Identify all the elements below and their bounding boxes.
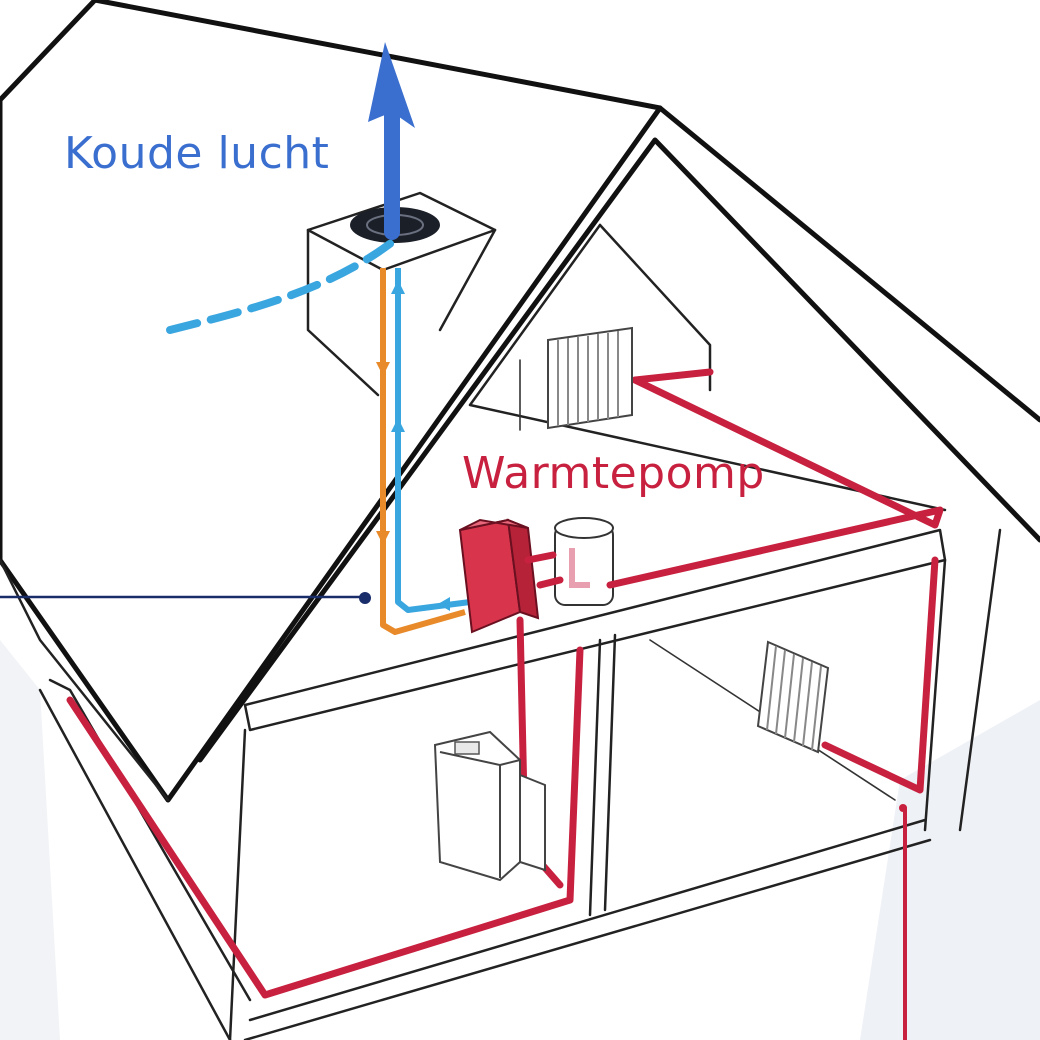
radiator-icon xyxy=(547,326,633,430)
roof-slab-front xyxy=(0,0,663,803)
refrigerant-line-orange xyxy=(380,268,466,635)
gable-inner xyxy=(197,137,1040,763)
heat-pump-label: Warmtepomp xyxy=(462,448,765,499)
pipe-junction-dot xyxy=(899,804,907,812)
outdoor-unit-side xyxy=(306,228,380,397)
gable-outline xyxy=(657,105,1040,423)
boiler-inner-pipe xyxy=(569,548,590,588)
flow-arrow-blue-3 xyxy=(438,597,450,611)
appliance-icon xyxy=(433,730,546,882)
flow-arrow-orange-2 xyxy=(376,531,390,545)
ground-floor-left xyxy=(228,728,247,1040)
ground-floor-base-2 xyxy=(243,838,932,1040)
incoming-air-line xyxy=(166,236,399,334)
wall-shadow-left xyxy=(0,640,60,1040)
attic-ceiling xyxy=(468,223,947,512)
outdoor-unit-right xyxy=(438,228,497,332)
radiator-ground-floor-icon xyxy=(756,640,830,754)
arrow-up-head xyxy=(368,42,415,128)
ground-floor-base xyxy=(248,818,927,1022)
flow-arrow-orange xyxy=(376,362,390,376)
partition-wall xyxy=(588,638,602,917)
ground-floor-right xyxy=(923,558,947,832)
boiler-tank-top xyxy=(554,517,614,539)
roof-slab-edge xyxy=(0,558,170,802)
partition-wall-2 xyxy=(603,633,617,912)
refrigerant-line-blue xyxy=(395,268,471,613)
ground-shadow xyxy=(860,700,1040,1040)
heat-pump-top xyxy=(459,518,529,531)
left-house-wall-2 xyxy=(38,688,232,1040)
cold-air-label: Koude lucht xyxy=(64,128,330,179)
gable-right-wall xyxy=(958,528,1002,832)
flow-arrow-blue-2 xyxy=(391,418,405,432)
pointer-dot xyxy=(359,592,371,604)
flow-arrow-blue xyxy=(391,280,405,294)
left-house-wall xyxy=(48,678,252,1002)
